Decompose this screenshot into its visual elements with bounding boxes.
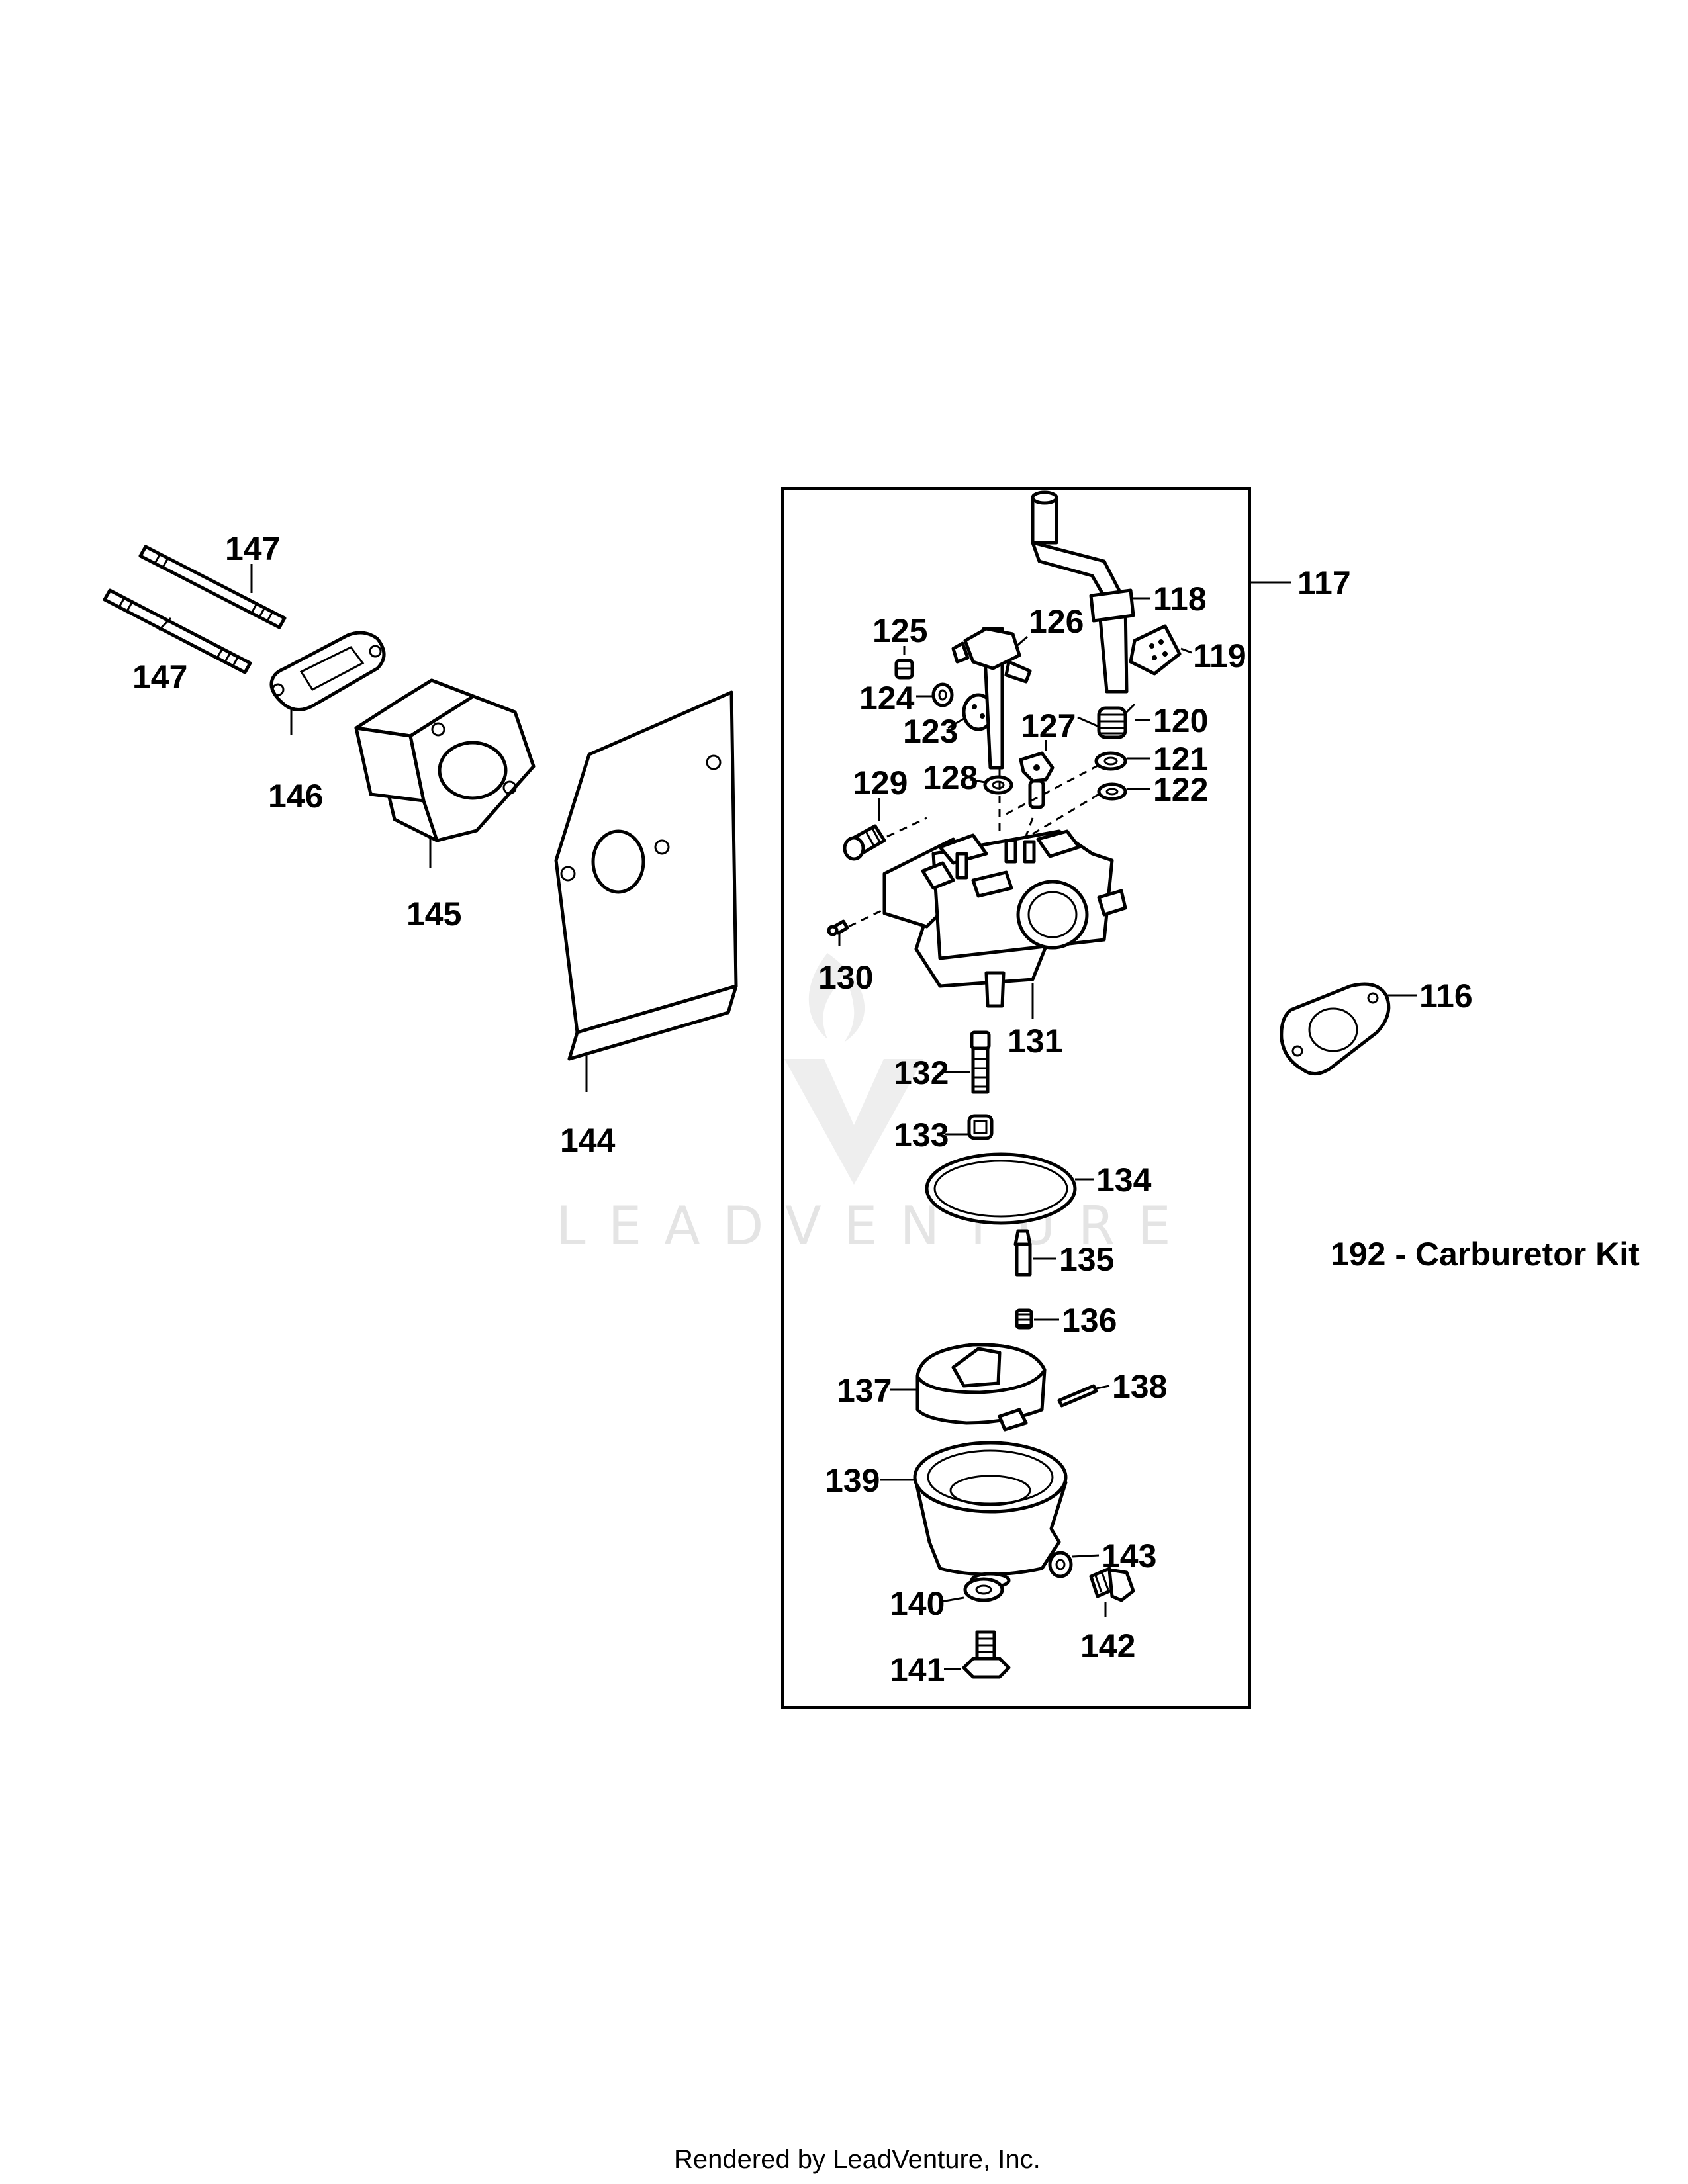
leader-140 (941, 1596, 964, 1603)
watermark-logo-icon (784, 953, 923, 1185)
main-jet-132 (970, 1030, 991, 1094)
callout-136: 136 (1062, 1302, 1117, 1339)
leader-126 (1016, 635, 1028, 647)
screw-129 (843, 824, 886, 861)
washer-122 (1097, 782, 1127, 801)
bolt-141 (962, 1630, 1011, 1679)
callout-126: 126 (1029, 603, 1084, 640)
spring-136 (1015, 1308, 1033, 1330)
gasket-116 (1280, 982, 1391, 1075)
callout-123: 123 (903, 713, 958, 750)
callout-137: 137 (837, 1372, 892, 1409)
callout-132: 132 (894, 1054, 949, 1091)
pin-138 (1057, 1384, 1098, 1408)
callout-147-upper: 147 (225, 530, 280, 567)
callout-141: 141 (890, 1651, 945, 1688)
callout-133: 133 (894, 1116, 949, 1154)
leader-143 (1072, 1554, 1100, 1558)
bolt-142 (1089, 1567, 1135, 1602)
callout-145: 145 (406, 895, 461, 933)
washer-121 (1094, 751, 1127, 771)
heat-shield-144 (554, 690, 738, 1061)
o-ring-134 (925, 1152, 1077, 1225)
washer-143 (1048, 1551, 1073, 1578)
float-bowl-139 (913, 1441, 1068, 1589)
callout-129: 129 (853, 764, 908, 801)
screw-130 (827, 919, 849, 936)
callout-139: 139 (825, 1462, 880, 1499)
choke-shaft-118 (1031, 490, 1135, 694)
callout-125: 125 (872, 612, 927, 649)
callout-135: 135 (1059, 1241, 1114, 1278)
leader-119 (1180, 647, 1192, 654)
screw-125 (894, 659, 914, 680)
leader-147-lower (158, 617, 172, 631)
callout-117: 117 (1297, 565, 1351, 602)
carburetor-kit-note: 192 - Carburetor Kit (1331, 1236, 1640, 1273)
callout-116: 116 (1419, 978, 1473, 1015)
callout-147-lower: 147 (132, 659, 187, 696)
washer-128 (983, 775, 1013, 795)
stud-147-lower (103, 588, 252, 674)
gasket-146 (269, 631, 386, 711)
idle-screw-127 (1019, 751, 1055, 809)
spacer-145 (354, 678, 536, 842)
callout-118: 118 (1153, 580, 1207, 617)
callout-138: 138 (1112, 1368, 1167, 1405)
callout-140: 140 (890, 1585, 945, 1622)
float-137 (915, 1343, 1047, 1432)
footer-credit: Rendered by LeadVenture, Inc. (674, 2145, 1041, 2174)
washer-140 (963, 1577, 1004, 1602)
throttle-shaft-126 (951, 627, 1032, 770)
callout-134: 134 (1096, 1161, 1152, 1199)
watermark: LEADVENTURE (556, 953, 1194, 1257)
callout-144: 144 (560, 1122, 616, 1159)
choke-plate-119 (1129, 624, 1182, 676)
watermark-text: LEADVENTURE (556, 1195, 1194, 1257)
callout-130: 130 (818, 959, 873, 996)
leader-138 (1096, 1385, 1110, 1390)
jet-133 (967, 1114, 994, 1140)
needle-135 (1013, 1229, 1032, 1277)
callout-128: 128 (923, 759, 978, 796)
carburetor-body-131 (882, 829, 1127, 1008)
washer-124 (931, 682, 954, 707)
callout-142: 142 (1080, 1627, 1135, 1664)
callout-127: 127 (1021, 707, 1076, 745)
callout-122: 122 (1153, 771, 1208, 808)
leader-123 (947, 717, 964, 729)
callout-143: 143 (1102, 1537, 1156, 1574)
stud-147-upper (138, 545, 287, 629)
callout-121: 121 (1153, 741, 1208, 778)
leader-128 (970, 778, 986, 784)
callout-124: 124 (859, 680, 915, 717)
callout-131: 131 (1008, 1023, 1062, 1060)
spring-120 (1077, 703, 1136, 739)
callout-120: 120 (1153, 702, 1208, 739)
callout-119: 119 (1193, 637, 1246, 674)
callout-146: 146 (268, 778, 323, 815)
carburetor-assembly-frame (781, 487, 1251, 1709)
